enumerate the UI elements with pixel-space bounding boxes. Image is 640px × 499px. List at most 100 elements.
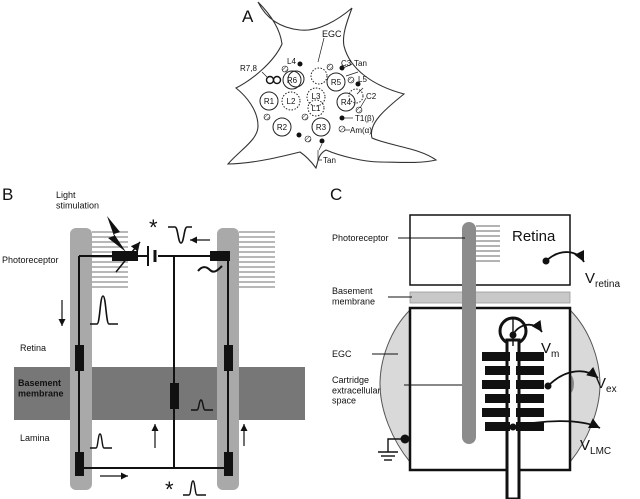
- c3-cell: [310, 67, 328, 85]
- egc-left-shape: [379, 308, 411, 464]
- v-lmc-label: VLMC: [580, 437, 611, 457]
- r6-cell: [282, 70, 302, 90]
- waveform-positive-bottom: [183, 480, 206, 496]
- waveform-small-dip: [197, 265, 223, 273]
- c2-label: C2: [366, 92, 377, 101]
- basement-membrane-band: [14, 367, 305, 420]
- cartridge-outline: [226, 1, 438, 170]
- dot: [347, 76, 355, 84]
- tan-top-label: Tan: [354, 59, 367, 68]
- r78-ring: [272, 75, 282, 85]
- v-m-arrow: [512, 320, 543, 336]
- ground-wire: [387, 438, 405, 452]
- v-retina-v: V: [585, 270, 595, 287]
- text-line: membrane: [18, 388, 64, 398]
- text-line: membrane: [332, 296, 375, 306]
- leader-line: [356, 87, 364, 95]
- rhabdomere-left: [92, 231, 128, 288]
- waveform-positive-mid: [191, 399, 213, 411]
- v-ex-sub: ex: [606, 384, 617, 395]
- l4-cell: [287, 70, 305, 88]
- dot: [296, 132, 302, 138]
- text-line: space: [332, 396, 356, 406]
- waveform-negative: [168, 226, 192, 244]
- asterisk-bottom: *: [165, 477, 174, 499]
- v-lmc-arrow: [512, 418, 601, 429]
- text-line: stimulation: [56, 200, 99, 210]
- l3-label: L3: [312, 92, 321, 101]
- dot: [301, 113, 309, 121]
- waveform-positive: [90, 295, 118, 325]
- egc-right-shape: [569, 308, 601, 464]
- dot: [355, 81, 361, 87]
- variable-resistor: [112, 251, 138, 261]
- l2-label: L2: [287, 97, 296, 106]
- t1-label: T1(β): [355, 114, 375, 123]
- egc-label: EGC: [322, 29, 342, 39]
- leader-line: [318, 143, 323, 151]
- panel-a-letter: A: [242, 7, 254, 26]
- v-retina-label: Vretina: [585, 270, 620, 290]
- dot: [339, 65, 345, 71]
- retina-box-label: Retina: [512, 228, 556, 245]
- r1-label: R1: [264, 97, 275, 106]
- lamina-label: Lamina: [20, 433, 50, 443]
- v-lmc-sub: LMC: [590, 446, 611, 457]
- l1-label: L1: [312, 104, 321, 113]
- photoreceptor-label: Photoreceptor: [2, 255, 59, 265]
- right-top-resistor: [210, 251, 230, 261]
- leader-line: [317, 37, 325, 63]
- retina-label: Retina: [20, 343, 46, 353]
- l4-label: L4: [287, 57, 296, 66]
- l5-cell: [348, 88, 364, 104]
- asterisk-top: *: [149, 215, 158, 240]
- r5-cell: [326, 72, 346, 92]
- text-line: extracellular: [332, 385, 381, 395]
- v-m-sub: m: [551, 349, 559, 360]
- left-lamina-resistor: [75, 452, 84, 476]
- dot: [297, 61, 303, 67]
- text-line: Light: [56, 190, 76, 200]
- dot: [355, 106, 363, 114]
- leader-line: [359, 97, 367, 109]
- c3-label: C3: [341, 59, 352, 68]
- dot: [326, 63, 334, 71]
- r3-label: R3: [316, 123, 327, 132]
- left-retina-resistor: [75, 345, 84, 371]
- v-m-label: Vm: [541, 340, 559, 360]
- right-lamina-resistor: [224, 452, 233, 476]
- dot: [304, 135, 312, 143]
- photoreceptor-label: Photoreceptor: [332, 233, 389, 243]
- l1-cell: [307, 99, 325, 117]
- dot: [281, 65, 289, 73]
- r5-label: R5: [331, 78, 342, 87]
- photoreceptor-rhabdomere: [476, 225, 500, 262]
- panel-c: C: [330, 185, 620, 499]
- r2-cell: [272, 117, 292, 137]
- leader-line: [342, 63, 353, 69]
- waveform-positive-small: [90, 433, 112, 449]
- v-ex-label: Vex: [596, 375, 617, 395]
- v-retina-sub: retina: [595, 279, 620, 290]
- v-ex-arrow: [547, 366, 599, 387]
- panel-b: B: [2, 185, 305, 499]
- dot: [319, 138, 325, 144]
- r1-cell: [259, 91, 279, 111]
- v-retina-arrow: [545, 249, 585, 263]
- basement-membrane-strip: [409, 291, 571, 304]
- tan-bottom-label: Tan: [323, 156, 336, 165]
- leader-line: [317, 150, 322, 161]
- dot: [338, 125, 346, 133]
- r6-label: R6: [287, 76, 298, 85]
- ground-icon: [378, 451, 398, 461]
- text-line: Basement: [332, 286, 373, 296]
- panel-c-letter: C: [330, 185, 342, 204]
- dot: [339, 115, 345, 121]
- egc-label: EGC: [332, 349, 352, 359]
- lmc-neuron: [482, 316, 544, 499]
